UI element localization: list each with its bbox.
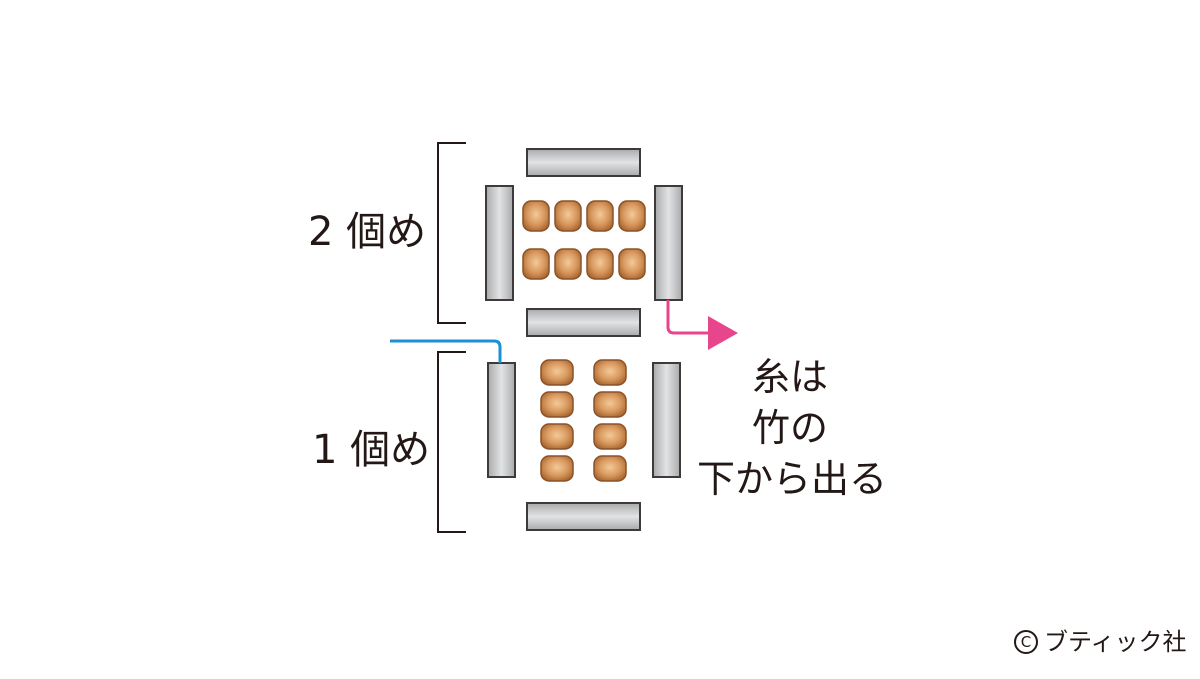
bracket-second	[437, 142, 466, 324]
bead	[593, 455, 627, 482]
thread-pink	[666, 300, 712, 335]
bead	[586, 200, 614, 232]
beads-lower	[540, 359, 627, 482]
bead	[593, 359, 627, 386]
bamboo-right-lower	[652, 362, 681, 478]
bead	[618, 248, 646, 280]
bead	[618, 200, 646, 232]
label-first-piece: 1 個め	[312, 427, 431, 473]
bamboo-left-lower	[487, 362, 516, 478]
bamboo-bottom-lower	[526, 502, 641, 531]
copyright-icon: C	[1014, 630, 1038, 654]
bead	[540, 423, 574, 450]
bead	[554, 248, 582, 280]
bead	[540, 391, 574, 418]
bead	[522, 248, 550, 280]
thread-blue	[390, 339, 502, 363]
bamboo-left-upper	[485, 185, 514, 301]
note-line: 糸は	[752, 355, 829, 399]
credit-text: ブティック社	[1044, 628, 1187, 656]
bead	[593, 391, 627, 418]
label-second-piece: 2 個め	[308, 209, 427, 255]
bead	[540, 359, 574, 386]
note-line: 下から出る	[697, 457, 888, 501]
bamboo-right-upper	[654, 185, 683, 301]
credit: C ブティック社	[1014, 630, 1187, 654]
arrow-right-icon	[708, 316, 738, 350]
bead	[554, 200, 582, 232]
bead	[540, 455, 574, 482]
bead	[593, 423, 627, 450]
bamboo-bottom-upper	[526, 308, 641, 337]
note-line: 竹の	[752, 406, 829, 450]
bamboo-top-upper	[526, 148, 641, 177]
bead	[586, 248, 614, 280]
bead	[522, 200, 550, 232]
bracket-first	[437, 351, 466, 533]
beads-upper	[522, 200, 646, 280]
